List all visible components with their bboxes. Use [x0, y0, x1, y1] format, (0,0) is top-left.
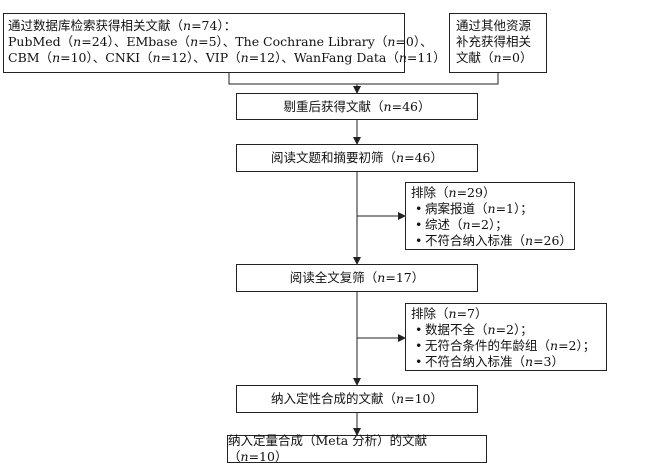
other-sources-box: 通过其他资源 补充获得相关 文献（n=0） — [449, 13, 547, 73]
fulltext-label: 阅读全文复筛（n=17） — [289, 270, 425, 285]
exclusion-2-item: 无符合条件的年龄组（n=2）； — [411, 338, 601, 354]
exclusion-1-item: 病案报道（n=1）； — [411, 201, 569, 217]
dedup-box: 剔重后获得文献（n=46） — [236, 93, 478, 120]
exclusion-1-list: 病案报道（n=1）； 综述（n=2）； 不符合纳入标准（n=26） — [411, 201, 572, 249]
exclusion-box-1: 排除（n=29） 病案报道（n=1）； 综述（n=2）； 不符合纳入标准（n=2… — [405, 182, 575, 250]
other-line-2: 补充获得相关 — [456, 34, 532, 49]
search-line-1: 通过数据库检索获得相关文献（n=74）： — [8, 18, 237, 33]
exclusion-1-item: 不符合纳入标准（n=26） — [411, 233, 572, 249]
qualitative-label: 纳入定性合成的文献（n=10） — [271, 391, 443, 406]
search-line-2: PubMed（n=24）、EMbase（n=5）、The Cochrane Li… — [8, 34, 433, 49]
fulltext-box: 阅读全文复筛（n=17） — [236, 264, 478, 292]
quantitative-synthesis-box: 纳入定量合成（Meta 分析）的文献（n=10） — [227, 433, 487, 464]
search-results-box: 通过数据库检索获得相关文献（n=74）： PubMed（n=24）、EMbase… — [3, 13, 446, 73]
exclusion-2-list: 数据不全（n=2）； 无符合条件的年龄组（n=2）； 不符合纳入标准（n=3） — [411, 322, 601, 370]
exclusion-box-2: 排除（n=7） 数据不全（n=2）； 无符合条件的年龄组（n=2）； 不符合纳入… — [405, 303, 607, 371]
exclusion-2-title: 排除（n=7） — [411, 306, 488, 321]
other-line-1: 通过其他资源 — [456, 18, 532, 33]
screen-label: 阅读文题和摘要初筛（n=46） — [271, 150, 443, 165]
search-line-3: CBM（n=10）、CNKI（n=12）、VIP（n=12）、WanFang D… — [8, 50, 446, 65]
exclusion-1-item: 综述（n=2）； — [411, 217, 569, 233]
qualitative-synthesis-box: 纳入定性合成的文献（n=10） — [236, 385, 478, 413]
arrow-search-merge — [228, 73, 357, 85]
other-line-3: 文献（n=0） — [456, 50, 533, 65]
arrow-other-merge — [357, 73, 499, 85]
screen-box: 阅读文题和摘要初筛（n=46） — [236, 144, 478, 172]
exclusion-2-item: 不符合纳入标准（n=3） — [411, 354, 601, 370]
quantitative-label: 纳入定量合成（Meta 分析）的文献（n=10） — [228, 433, 428, 464]
exclusion-2-item: 数据不全（n=2）； — [411, 322, 601, 338]
exclusion-1-title: 排除（n=29） — [411, 185, 496, 200]
dedup-label: 剔重后获得文献（n=46） — [283, 98, 431, 114]
